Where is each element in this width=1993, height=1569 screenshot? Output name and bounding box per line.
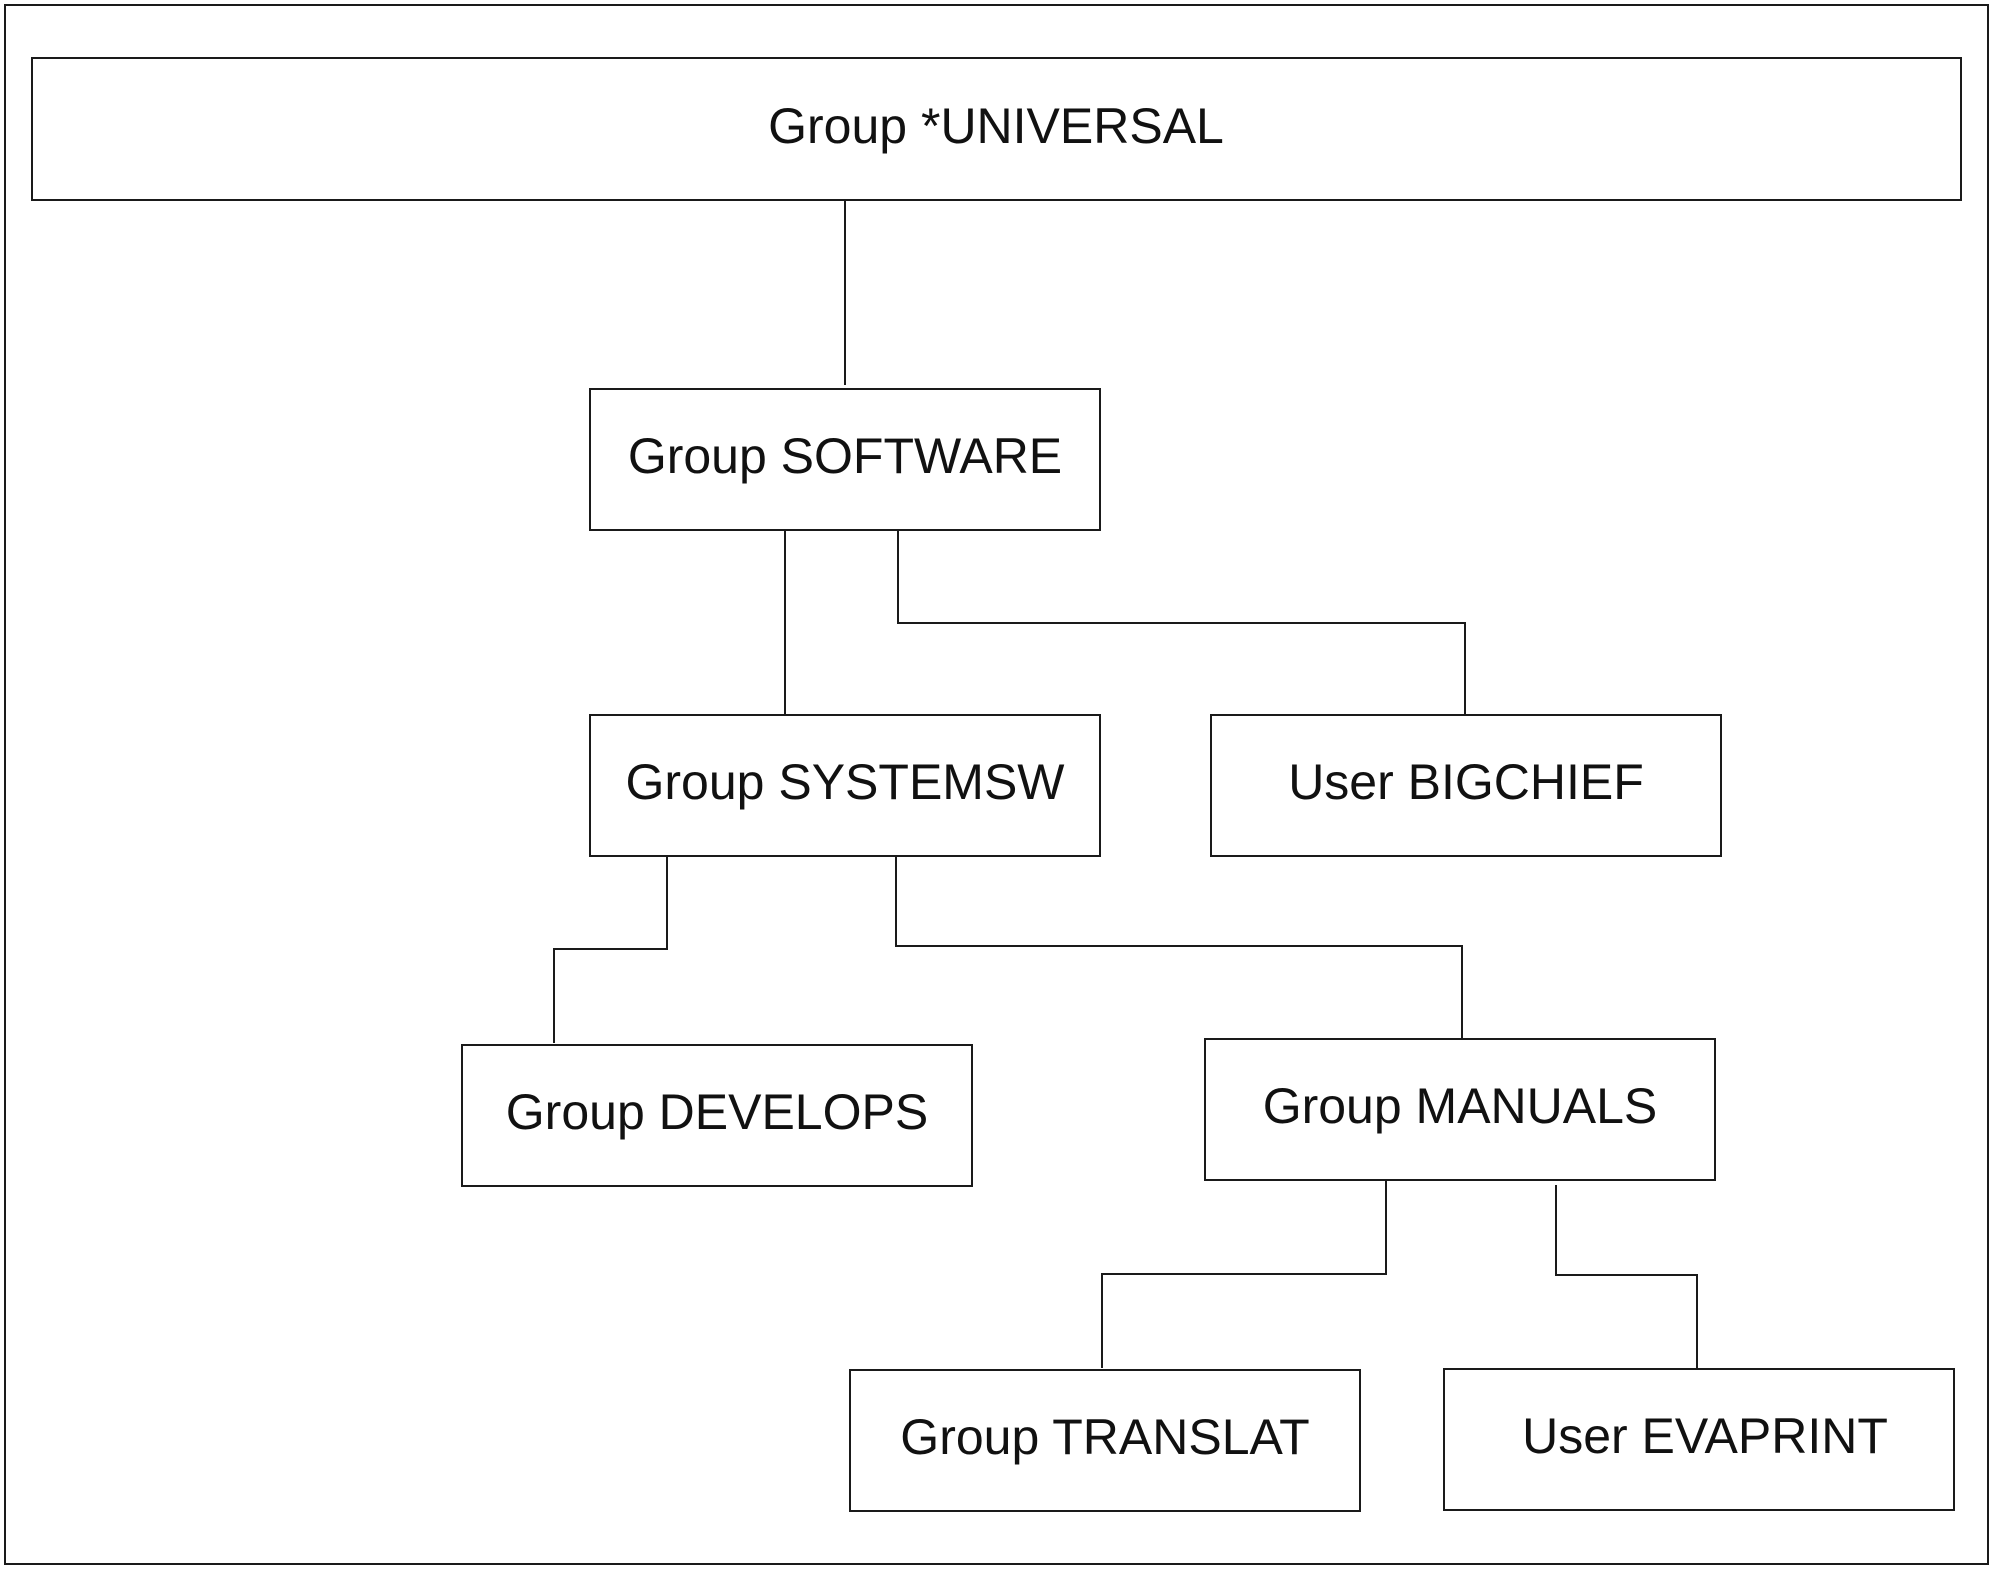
- node-software: Group SOFTWARE: [589, 388, 1101, 531]
- node-translat-label: Group TRANSLAT: [900, 1409, 1309, 1465]
- node-systemsw: Group SYSTEMSW: [589, 714, 1101, 857]
- edge-software-bigchief: [897, 530, 1466, 715]
- edge-systemsw-develops: [553, 857, 668, 1043]
- node-manuals-label: Group MANUALS: [1263, 1078, 1658, 1134]
- node-software-box: [589, 388, 1101, 531]
- node-manuals-box: [1204, 1038, 1716, 1181]
- node-evaprint-label: User EVAPRINT: [1522, 1408, 1888, 1464]
- node-universal: Group *UNIVERSAL: [31, 57, 1962, 201]
- node-develops-label: Group DEVELOPS: [506, 1084, 928, 1140]
- node-bigchief: User BIGCHIEF: [1210, 714, 1722, 857]
- edge-systemsw-manuals: [895, 855, 1463, 1038]
- node-evaprint: User EVAPRINT: [1443, 1368, 1955, 1511]
- node-bigchief-label: User BIGCHIEF: [1288, 754, 1644, 810]
- node-translat-box: [849, 1369, 1361, 1512]
- node-bigchief-box: [1210, 714, 1722, 857]
- diagram-frame: [4, 4, 1989, 1565]
- edge-manuals-evaprint: [1555, 1185, 1698, 1368]
- node-software-label: Group SOFTWARE: [628, 428, 1062, 484]
- node-universal-label: Group *UNIVERSAL: [768, 98, 1224, 154]
- node-systemsw-label: Group SYSTEMSW: [626, 754, 1066, 810]
- node-translat: Group TRANSLAT: [849, 1369, 1361, 1512]
- node-develops: Group DEVELOPS: [461, 1044, 973, 1187]
- node-develops-box: [461, 1044, 973, 1187]
- node-systemsw-box: [589, 714, 1101, 857]
- edge-manuals-translat: [1101, 1180, 1387, 1368]
- node-evaprint-box: [1443, 1368, 1955, 1511]
- node-universal-box: [31, 57, 1962, 201]
- node-manuals: Group MANUALS: [1204, 1038, 1716, 1181]
